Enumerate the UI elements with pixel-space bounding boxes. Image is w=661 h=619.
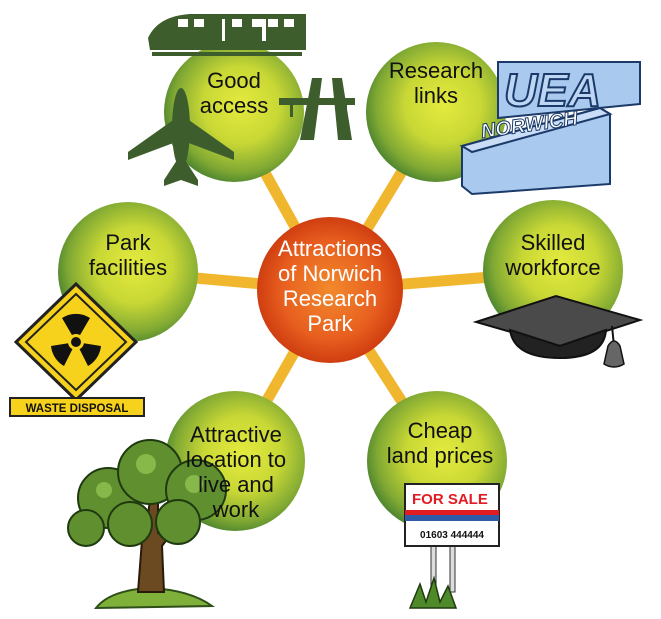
research-links-line-1: Research xyxy=(388,58,484,83)
for-sale-title: FOR SALE xyxy=(412,491,488,508)
uea-logo-icon: UEA NORWICH xyxy=(459,61,641,196)
node-label-good-access: Good access xyxy=(184,68,284,118)
for-sale-phone: 01603 444444 xyxy=(420,530,484,541)
hub-label: Attractions of Norwich Research Park xyxy=(268,236,392,336)
skilled-workforce-line-2: workforce xyxy=(505,255,601,280)
motorway-icon xyxy=(279,78,355,140)
attractive-location-line-1: Attractive xyxy=(190,422,282,447)
park-facilities-line-2: facilities xyxy=(88,255,168,280)
train-icon xyxy=(148,14,306,56)
cheap-land-line-1: Cheap xyxy=(407,418,473,443)
node-label-cheap-land: Cheap land prices xyxy=(380,418,500,468)
good-access-line-1: Good xyxy=(207,68,261,93)
park-facilities-line-1: Park xyxy=(105,230,151,255)
hub-line-1: Attractions xyxy=(278,236,382,261)
hub-line-4: Park xyxy=(307,311,353,336)
node-label-research-links: Research links xyxy=(376,58,496,108)
hub-line-2: of Norwich xyxy=(278,261,382,286)
good-access-line-2: access xyxy=(199,93,269,118)
attractive-location-line-2: location to xyxy=(185,447,287,472)
node-good-access xyxy=(164,42,304,182)
graduation-cap-icon xyxy=(472,294,644,368)
research-links-line-2: links xyxy=(413,83,458,108)
tree-icon xyxy=(67,439,227,610)
airplane-icon xyxy=(128,88,234,186)
cheap-land-line-2: land prices xyxy=(386,443,494,468)
node-label-park-facilities: Park facilities xyxy=(76,230,180,280)
skilled-workforce-line-1: Skilled xyxy=(520,230,586,255)
attractive-location-line-3: live and xyxy=(198,472,274,497)
hub-node xyxy=(257,217,403,363)
node-label-skilled-workforce: Skilled workforce xyxy=(496,230,610,280)
uea-title: UEA xyxy=(504,64,601,116)
waste-sign-label: WASTE DISPOSAL xyxy=(26,403,129,415)
attractive-location-line-4: work xyxy=(212,497,260,522)
for-sale-sign-icon: FOR SALE 01603 444444 xyxy=(404,483,500,609)
node-label-attractive-location: Attractive location to live and work xyxy=(176,422,296,522)
radiation-sign-icon: WASTE DISPOSAL xyxy=(9,281,145,417)
hub-line-3: Research xyxy=(282,286,378,311)
